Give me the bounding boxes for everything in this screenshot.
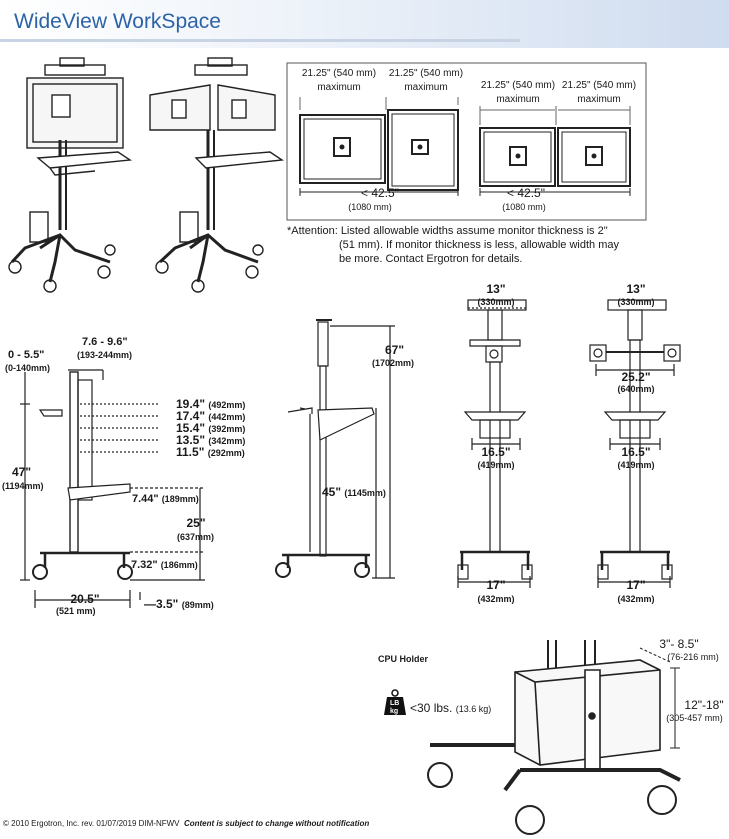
total-height-in: 47" bbox=[12, 465, 32, 479]
single-mid-mm: (419mm) bbox=[477, 460, 515, 470]
cart-illustration-single bbox=[8, 57, 133, 293]
header-banner bbox=[0, 0, 729, 48]
cpu-weight: <30 lbs. (13.6 kg) bbox=[410, 701, 492, 715]
cpu-width-in: 3"- 8.5" bbox=[659, 637, 699, 651]
weight-icon-kg: kg bbox=[390, 708, 399, 715]
front-single-drawing bbox=[457, 299, 533, 588]
width-right-total: < 42.5" bbox=[507, 186, 545, 200]
width-left-maximum-2: maximum bbox=[404, 82, 448, 93]
cpu-holder-label: CPU Holder bbox=[378, 654, 429, 664]
cpu-holder-drawing bbox=[427, 640, 681, 835]
width-left-max-1: 21.25" (540 mm) bbox=[301, 68, 377, 79]
page-title: WideView WorkSpace bbox=[14, 10, 221, 33]
width-right-maximum-1: maximum bbox=[496, 94, 540, 105]
height-19-4: 19.4" (492mm) bbox=[176, 397, 246, 411]
cpu-height-in: 12"-18" bbox=[684, 698, 724, 712]
height-17-4: 17.4" (442mm) bbox=[176, 409, 246, 423]
side-view-drawing bbox=[20, 369, 205, 608]
offset-in: 7.6 - 9.6" bbox=[82, 336, 128, 348]
single-base-mm: (432mm) bbox=[477, 594, 515, 604]
dual-base-mm: (432mm) bbox=[617, 594, 655, 604]
profile-view-drawing bbox=[275, 319, 395, 579]
width-left-total: < 42.5" bbox=[361, 186, 399, 200]
dual-base-in: 17" bbox=[626, 578, 646, 592]
dual-span-in: 25.2" bbox=[621, 370, 651, 384]
height-15-4: 15.4" (392mm) bbox=[176, 421, 246, 435]
attention-note: *Attention: Listed allowable widths assu… bbox=[287, 224, 632, 266]
depth-mm: (521 mm) bbox=[56, 606, 96, 616]
offset-mm: (193-244mm) bbox=[77, 350, 133, 360]
reach-mm: (0-140mm) bbox=[5, 363, 51, 373]
footer-notice: Content is subject to change without not… bbox=[183, 819, 370, 828]
dual-mid-in: 16.5" bbox=[621, 445, 651, 459]
profile-height-mm: (1702mm) bbox=[372, 358, 415, 368]
base-height: 7.32" (186mm) bbox=[131, 559, 198, 571]
profile-work-height: 45" (1145mm) bbox=[322, 485, 386, 499]
width-left-maximum-1: maximum bbox=[317, 82, 361, 93]
weight-icon bbox=[384, 689, 406, 715]
total-height-mm: (1194mm) bbox=[2, 481, 44, 491]
cart-illustration-dual bbox=[149, 57, 285, 293]
attention-line-2: (51 mm). If monitor thickness is less, a… bbox=[339, 239, 619, 251]
width-left-max-2: 21.25" (540 mm) bbox=[388, 68, 464, 79]
single-base-in: 17" bbox=[486, 578, 506, 592]
attention-line-1: *Attention: Listed allowable widths assu… bbox=[287, 225, 608, 237]
work-height-mm: (637mm) bbox=[177, 532, 215, 542]
single-mid-in: 16.5" bbox=[481, 445, 511, 459]
footer-copyright: © 2010 Ergotron, Inc. rev. 01/07/2019 DI… bbox=[3, 819, 180, 828]
dual-span-mm: (640mm) bbox=[617, 384, 655, 394]
profile-height-in: 67" bbox=[385, 343, 405, 357]
single-top-mm: (330mm) bbox=[477, 297, 515, 307]
width-right-max-2: 21.25" (540 mm) bbox=[561, 80, 637, 91]
width-right-maximum-2: maximum bbox=[577, 94, 621, 105]
depth-in: 20.5" bbox=[70, 592, 100, 606]
reach-in: 0 - 5.5" bbox=[8, 349, 45, 361]
width-left-total-mm: (1080 mm) bbox=[348, 202, 392, 212]
width-right-total-mm: (1080 mm) bbox=[502, 202, 546, 212]
shelf-height: 7.44" (189mm) bbox=[132, 493, 199, 505]
width-right-max-1: 21.25" (540 mm) bbox=[480, 80, 556, 91]
footer: © 2010 Ergotron, Inc. rev. 01/07/2019 DI… bbox=[3, 819, 369, 828]
rear-offset: —3.5" (89mm) bbox=[144, 597, 214, 611]
attention-line-3: be more. Contact Ergotron for details. bbox=[339, 253, 523, 265]
front-dual-drawing bbox=[589, 299, 681, 588]
weight-icon-lb: LB bbox=[390, 700, 400, 707]
cpu-height-mm: (305-457 mm) bbox=[666, 713, 723, 723]
height-11-5: 11.5" (292mm) bbox=[176, 445, 245, 459]
dual-mid-mm: (419mm) bbox=[617, 460, 655, 470]
cpu-width-mm: (76-216 mm) bbox=[667, 652, 719, 662]
width-panel bbox=[286, 62, 647, 221]
dual-top-in: 13" bbox=[626, 282, 646, 296]
dual-top-mm: (330mm) bbox=[617, 297, 655, 307]
work-height-in: 25" bbox=[186, 516, 206, 530]
single-top-in: 13" bbox=[486, 282, 506, 296]
height-13-5: 13.5" (342mm) bbox=[176, 433, 246, 447]
